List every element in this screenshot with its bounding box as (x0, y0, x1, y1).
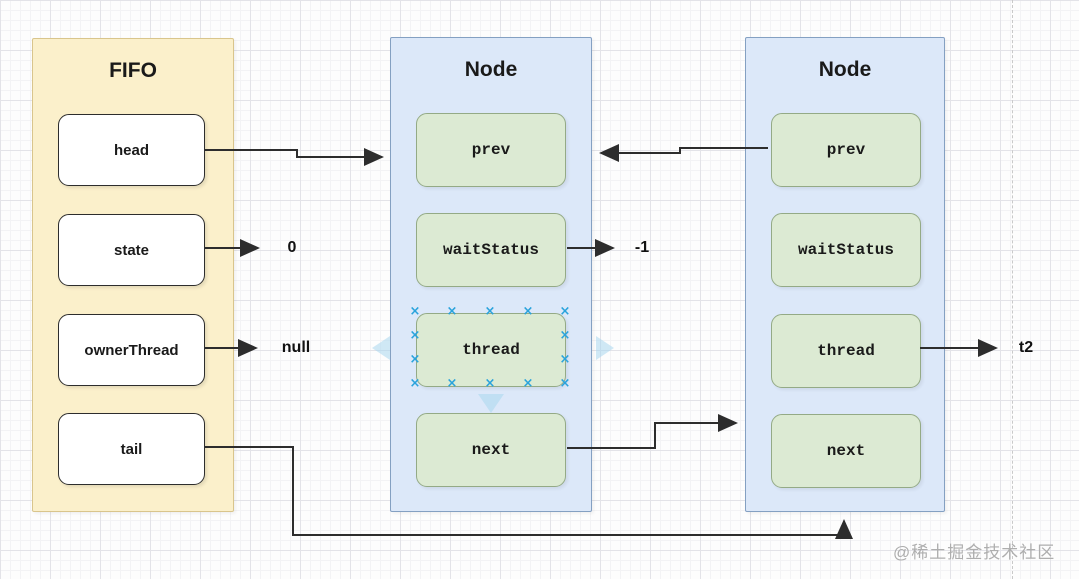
fifo-box-state-label: state (113, 241, 150, 259)
selection-handle-icon[interactable] (522, 378, 534, 390)
state-value-label[interactable]: 0 (287, 239, 297, 256)
node1-box-prev-label: prev (471, 141, 511, 159)
node1-title: Node (464, 58, 518, 81)
node2-container[interactable]: Node prev waitStatus thread next (745, 37, 945, 512)
fifo-box-head-label: head (113, 141, 149, 159)
selection-handle-icon[interactable] (409, 306, 421, 318)
connector-prev-to-node1[interactable] (599, 144, 768, 162)
selection-handles (415, 312, 565, 384)
selection-handle-icon[interactable] (484, 306, 496, 318)
fifo-box-ownerthread[interactable]: ownerThread (58, 314, 205, 386)
fifo-box-state[interactable]: state (58, 214, 205, 286)
selection-handle-icon[interactable] (522, 306, 534, 318)
wait-status-value-label[interactable]: -1 (634, 239, 650, 256)
fifo-box-ownerthread-label: ownerThread (84, 341, 179, 359)
node1-box-next-label: next (471, 441, 511, 459)
node1-box-thread-label: thread (462, 341, 520, 359)
selection-handle-icon[interactable] (446, 378, 458, 390)
connect-direction-down-icon[interactable] (478, 394, 504, 413)
selection-handle-icon[interactable] (409, 354, 421, 366)
connector-head-to-node1[interactable] (205, 148, 384, 166)
thread-value-label[interactable]: t2 (1018, 339, 1034, 356)
selection-handle-icon[interactable] (409, 378, 421, 390)
fifo-box-tail-label: tail (120, 440, 143, 458)
node2-box-prev[interactable]: prev (771, 113, 921, 187)
fifo-box-head[interactable]: head (58, 114, 205, 186)
selection-handle-icon[interactable] (446, 306, 458, 318)
node2-box-next-label: next (826, 442, 866, 460)
node2-box-waitstatus-label: waitStatus (797, 241, 894, 259)
fifo-title: FIFO (109, 59, 157, 82)
watermark: @稀土掘金技术社区 (893, 543, 1056, 562)
connect-direction-right-icon[interactable] (596, 336, 614, 360)
selection-handle-icon[interactable] (409, 330, 421, 342)
selection-handle-icon[interactable] (484, 378, 496, 390)
selection-handle-icon[interactable] (559, 378, 571, 390)
node1-box-prev[interactable]: prev (416, 113, 566, 187)
node2-title: Node (818, 58, 872, 81)
node2-box-prev-label: prev (826, 141, 866, 159)
node1-box-waitstatus-label: waitStatus (442, 241, 539, 259)
node1-box-next[interactable]: next (416, 413, 566, 487)
fifo-container[interactable]: FIFO head state ownerThread tail (32, 38, 234, 512)
node1-box-thread[interactable]: thread (416, 313, 566, 387)
node1-container[interactable]: Node prev waitStatus thread next (390, 37, 592, 512)
node2-box-next[interactable]: next (771, 414, 921, 488)
connector-tail-to-node2[interactable] (205, 446, 853, 539)
node2-box-thread-label: thread (817, 342, 875, 360)
selection-handle-icon[interactable] (559, 330, 571, 342)
connector-next-to-node2[interactable] (567, 414, 738, 449)
page-boundary-guide (1012, 0, 1013, 579)
connect-direction-left-icon[interactable] (372, 336, 390, 360)
owner-thread-value-label[interactable]: null (281, 339, 311, 356)
selection-handle-icon[interactable] (559, 306, 571, 318)
node2-box-thread[interactable]: thread (771, 314, 921, 388)
node2-box-waitstatus[interactable]: waitStatus (771, 213, 921, 287)
node1-box-waitstatus[interactable]: waitStatus (416, 213, 566, 287)
fifo-box-tail[interactable]: tail (58, 413, 205, 485)
selection-handle-icon[interactable] (559, 354, 571, 366)
